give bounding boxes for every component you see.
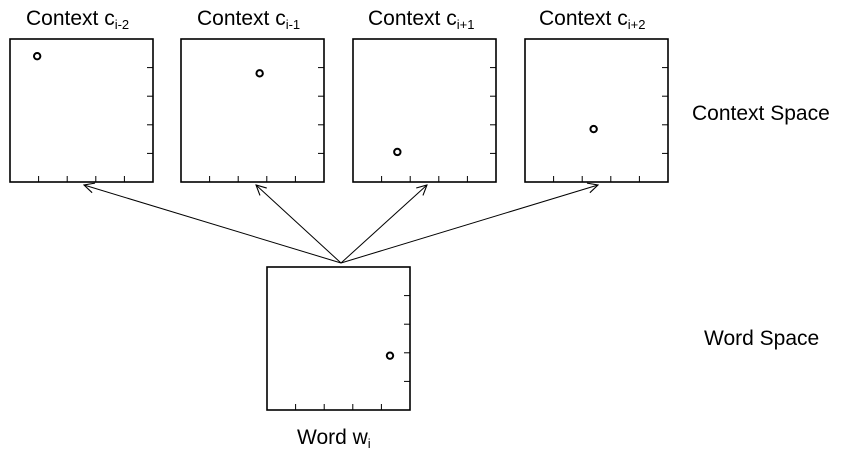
embedding-point [385,351,395,360]
context-space-box-c-i-plus-2 [524,38,669,183]
word-space-box-w-i [266,266,411,411]
context-space-box-c-i-plus-1 [352,38,497,183]
context-space-box-c-i-minus-1 [180,38,325,183]
context-label-c-i-minus-2: Context ci-2 [26,7,130,32]
arrow-to-c-i-minus-2 [84,185,342,264]
context-label-c-i-minus-1: Context ci-1 [197,7,301,32]
space-frame [180,38,325,183]
embedding-point [255,69,264,78]
embedding-point [32,51,42,61]
space-frame [9,38,154,183]
word-space-label: Word Space [704,327,820,350]
arrow-to-c-i-plus-2 [340,185,598,264]
context-space-label: Context Space [692,102,830,125]
space-frame [352,38,497,183]
arrow-to-c-i-minus-1 [256,185,342,264]
embedding-point [393,147,402,157]
context-label-c-i-plus-1: Context ci+1 [368,7,475,32]
space-frame [266,266,411,411]
context-label-c-i-plus-2: Context ci+2 [539,7,646,32]
projection-arrows [84,185,598,264]
embedding-point [589,124,598,134]
word-label-w-i: Word wi [297,426,371,451]
arrow-to-c-i-plus-1 [340,185,427,264]
context-space-box-c-i-minus-2 [9,38,154,183]
space-frame [524,38,669,183]
